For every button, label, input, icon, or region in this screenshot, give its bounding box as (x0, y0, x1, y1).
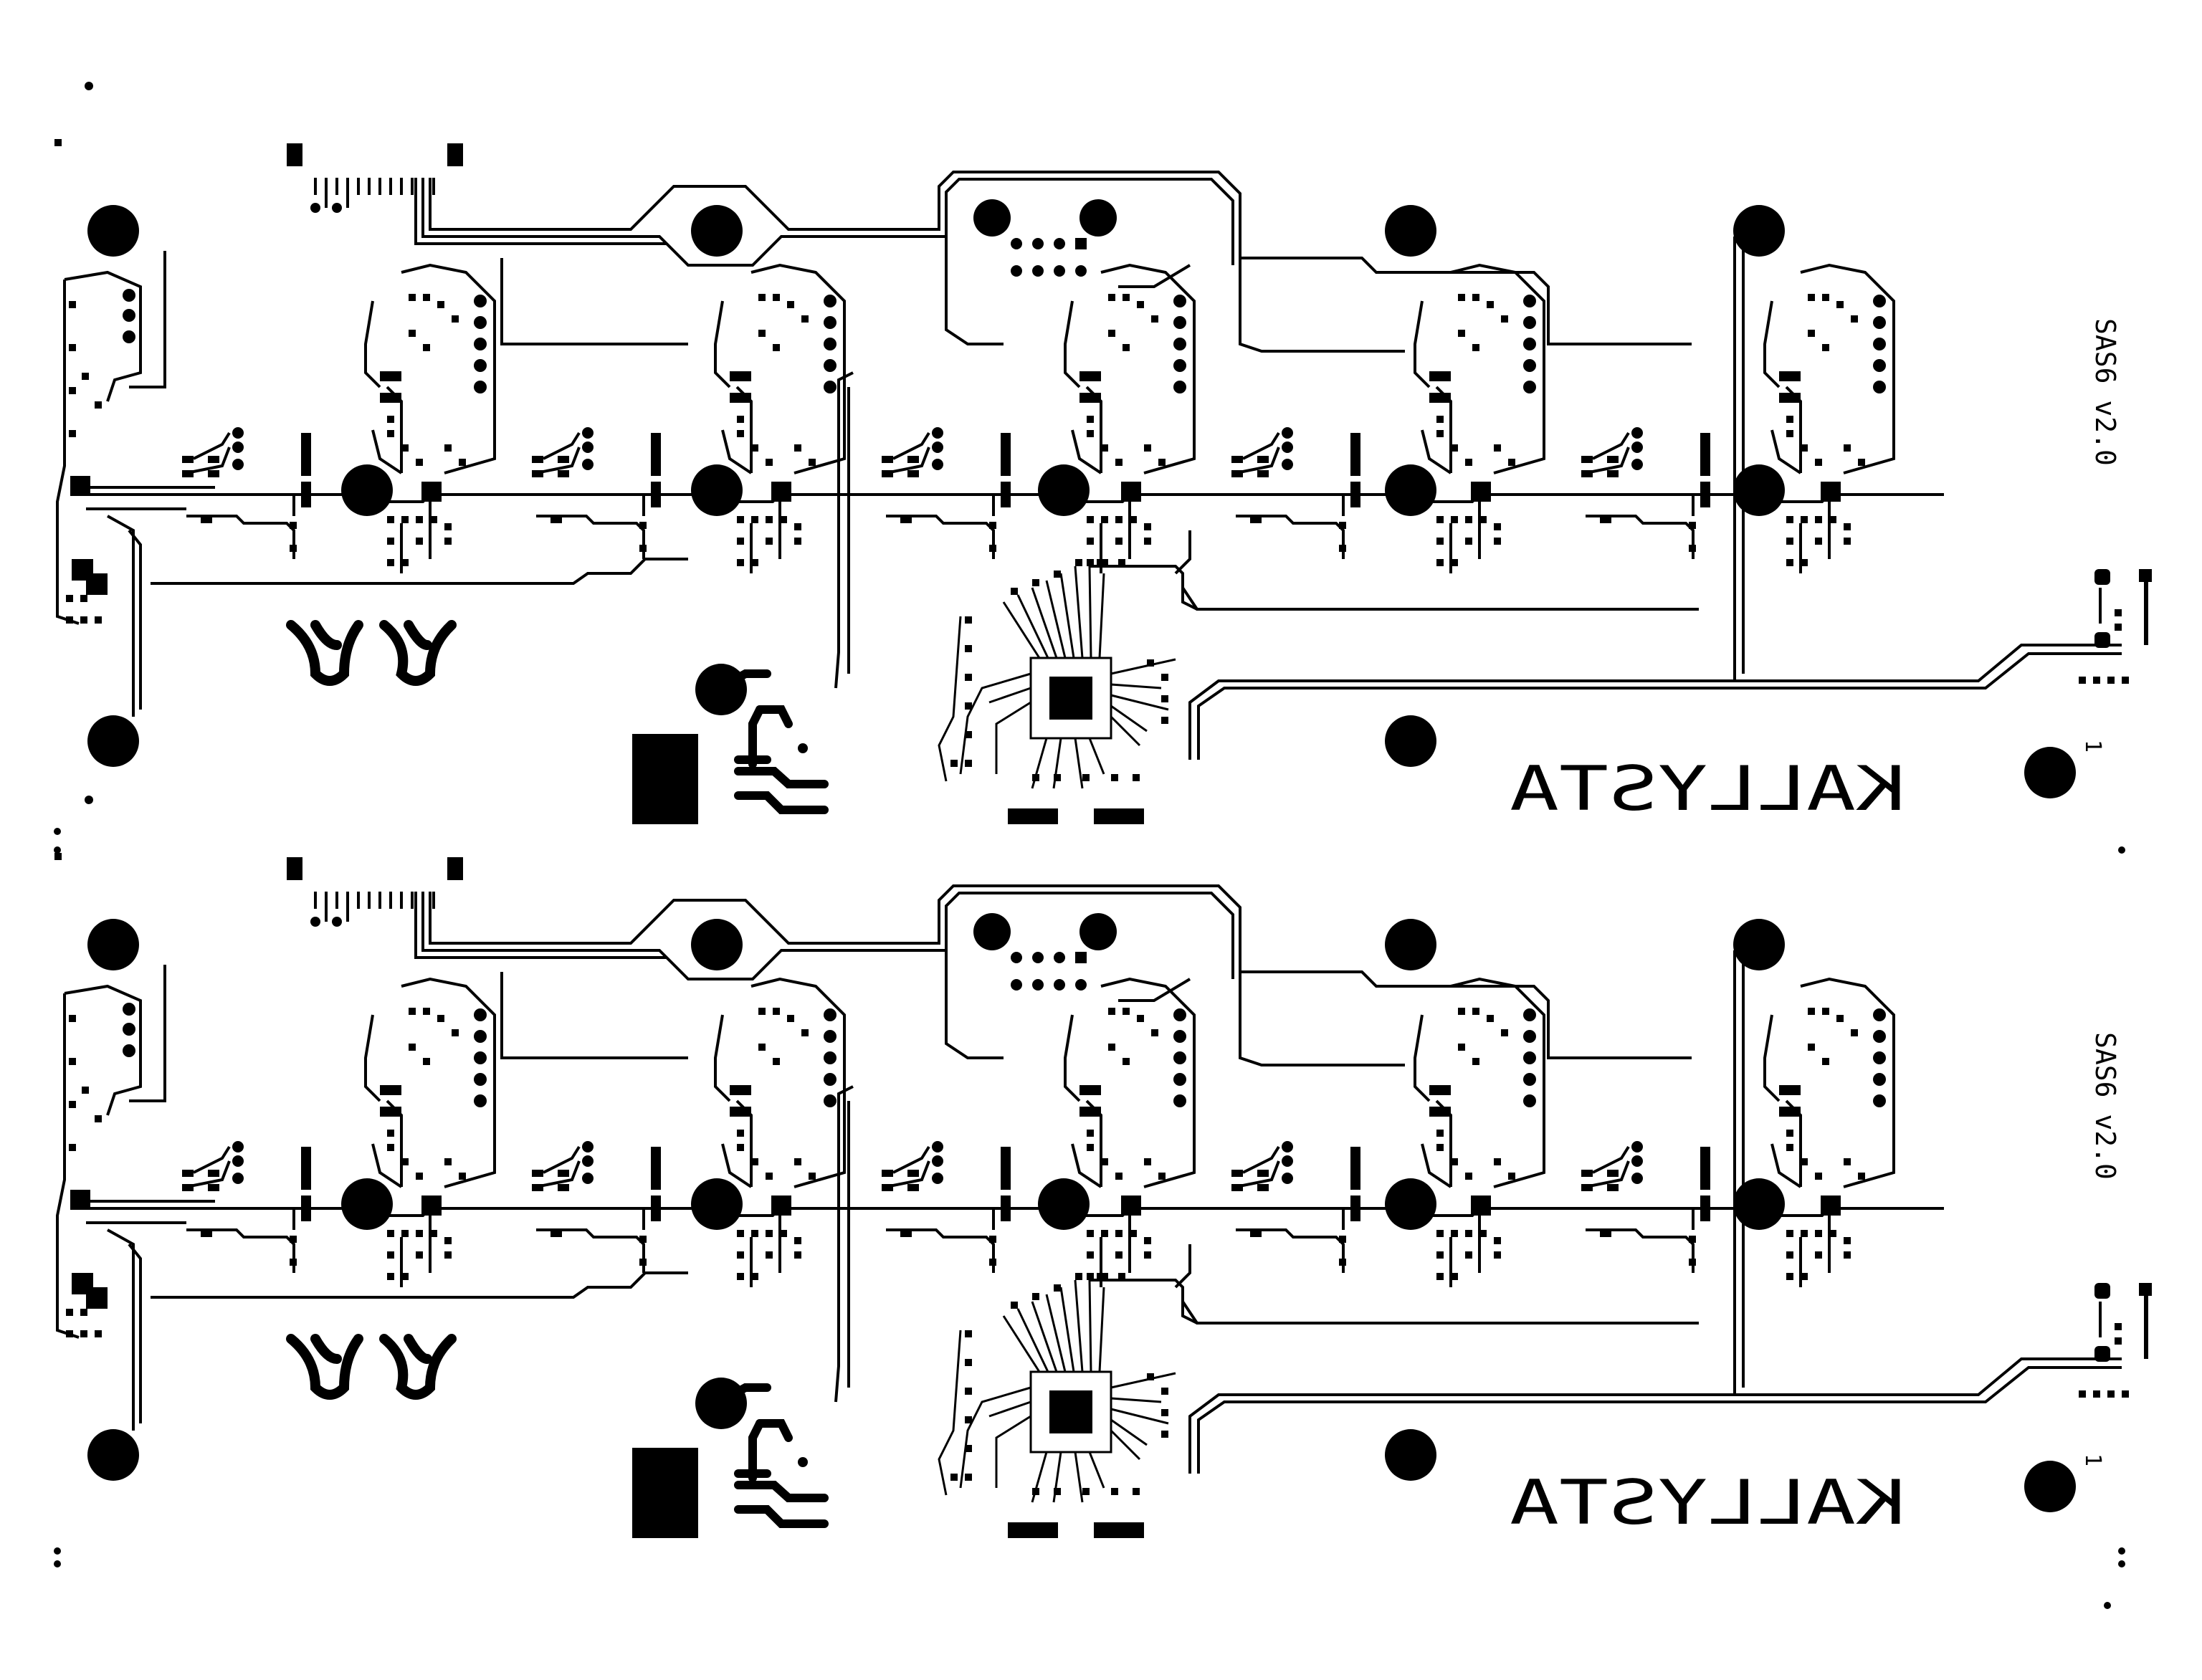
version-label-bottom: SAS6 v2.0 (2089, 1032, 2121, 1180)
logo-text-top: KALLYSTA (1510, 753, 1905, 825)
logo-text-bottom: KALLYSTA (1510, 1467, 1905, 1539)
pin1-marker-top: 1 (2080, 740, 2105, 753)
fiducials (54, 828, 2125, 1609)
version-label-top: SAS6 v2.0 (2089, 318, 2121, 466)
pin1-marker-bottom: 1 (2080, 1454, 2105, 1466)
